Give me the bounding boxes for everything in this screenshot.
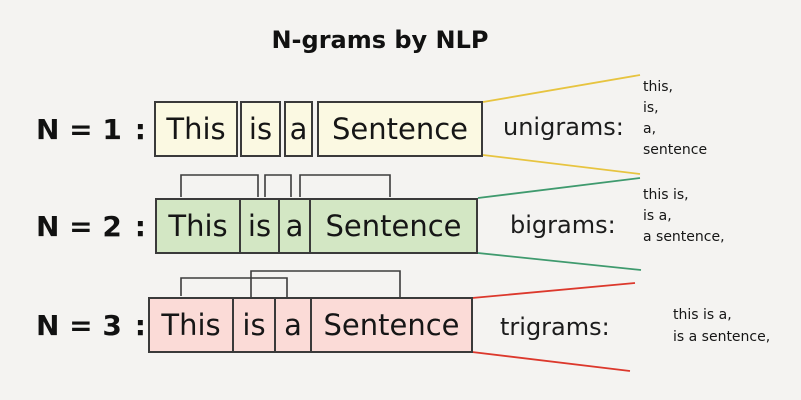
trigram-word-row: This is a Sentence xyxy=(148,297,473,353)
list-item: is, xyxy=(643,100,659,116)
bigram-bracket-a-sentence xyxy=(299,174,391,197)
list-item: is a, xyxy=(643,208,672,224)
row-label-colon: : xyxy=(134,308,146,342)
trigram-fan-line-bottom xyxy=(471,351,631,372)
word-box-sentence: Sentence xyxy=(310,299,471,351)
word-box-sentence: Sentence xyxy=(309,200,476,252)
list-item: this is, xyxy=(643,187,689,203)
list-item: this is a, xyxy=(673,307,732,323)
bigram-list: this is, is a, a sentence, xyxy=(643,185,725,248)
word-box-this: This xyxy=(161,308,221,342)
bigram-bracket-this-is xyxy=(180,174,259,197)
row-label-n2: N = 2 : xyxy=(36,198,146,254)
trigram-bracket-this-is-a xyxy=(180,277,288,297)
word-box-a: a xyxy=(284,101,313,157)
bigram-word-row: This is a Sentence xyxy=(155,198,478,254)
trigram-bracket-is-a-sentence xyxy=(250,270,401,297)
list-item: sentence xyxy=(643,142,708,158)
row-label-text: N = 1 xyxy=(36,112,122,146)
word-box-is: is xyxy=(240,101,281,157)
bigram-bracket-is-a xyxy=(264,174,292,197)
unigram-fan-line-bottom xyxy=(482,154,641,175)
row-label-n3: N = 3 : xyxy=(36,297,146,353)
row-label-text: N = 2 xyxy=(36,209,122,243)
trigram-fan-line-top xyxy=(471,282,636,299)
word-box-is: is xyxy=(239,200,278,252)
unigrams-label: unigrams: xyxy=(503,113,624,141)
word-box-this: This xyxy=(154,101,238,157)
word-box-a: a xyxy=(274,299,310,351)
unigram-list: this, is, a, sentence xyxy=(643,77,707,161)
row-label-colon: : xyxy=(134,209,146,243)
bigram-fan-line-top xyxy=(477,177,641,199)
unigram-fan-line-top xyxy=(482,74,641,103)
list-item: a sentence, xyxy=(643,229,725,245)
list-item: this, xyxy=(643,79,673,95)
row-label-text: N = 3 xyxy=(36,308,122,342)
word-box-this: This xyxy=(168,209,228,243)
word-box-a: a xyxy=(278,200,309,252)
bigrams-label: bigrams: xyxy=(510,211,616,239)
word-box-is: is xyxy=(232,299,274,351)
list-item: is a sentence, xyxy=(673,329,771,345)
diagram-title: N-grams by NLP xyxy=(271,26,489,54)
list-item: a, xyxy=(643,121,657,137)
row-label-n1: N = 1 : xyxy=(36,101,146,157)
row-label-colon: : xyxy=(134,112,146,146)
trigrams-label: trigrams: xyxy=(500,313,610,341)
bigram-fan-line-bottom xyxy=(477,252,642,271)
word-box-sentence: Sentence xyxy=(317,101,483,157)
trigram-list: this is a, is a sentence, xyxy=(673,304,770,348)
